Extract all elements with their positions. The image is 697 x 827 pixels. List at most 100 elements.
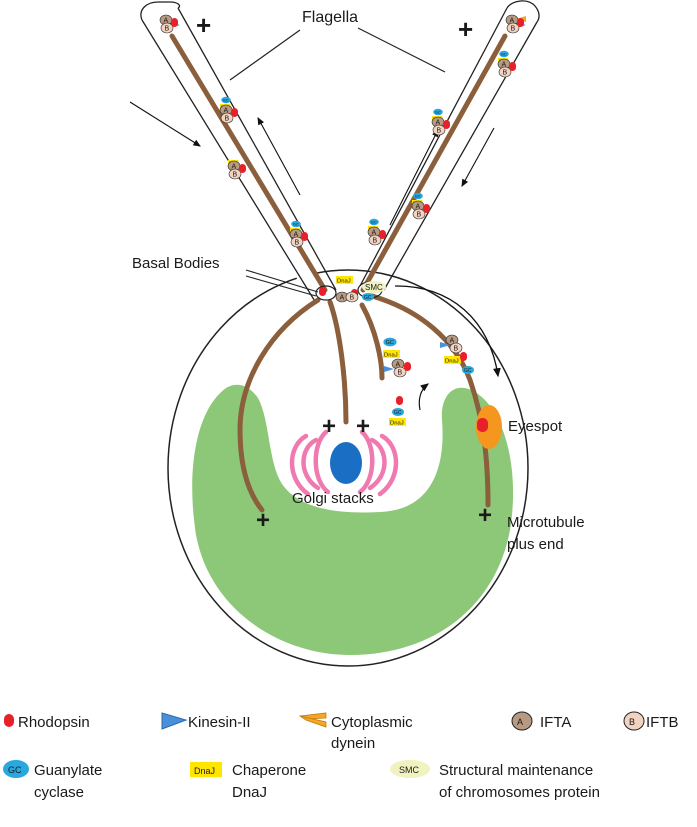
iftb-marker [160, 22, 174, 34]
gc-marker [291, 220, 301, 228]
cargo-layer: ABGCDnaJABDnaJABGCDnaJABABGCDnaJABGCDnaJ… [159, 14, 526, 427]
kinesin-icon [161, 712, 188, 730]
legend: Rhodopsin Kinesin-II Cytoplasmic dynein … [3, 711, 679, 801]
legend-ifta: IFTA [540, 714, 571, 731]
gc-tag: GC [223, 98, 229, 103]
iftb-tag: B [511, 26, 516, 33]
basal-bodies-label: Basal Bodies [132, 255, 220, 272]
iftb-tag: B [165, 26, 170, 33]
svg-text:GC: GC [8, 765, 22, 775]
cytoplasmic-microtubules [237, 293, 491, 513]
smc-icon [390, 760, 430, 778]
plus-mt-1: + [322, 413, 336, 440]
iftb-marker [393, 366, 407, 378]
legend-iftb: IFTB [646, 714, 679, 731]
iftb-marker [345, 291, 359, 303]
microtubule-label-1: Microtubule [507, 514, 585, 531]
ifta-tag: A [164, 18, 169, 25]
ifta-tag: A [510, 18, 515, 25]
plus-right-flagellum: + [458, 14, 473, 44]
gc-tag: GC [501, 52, 507, 57]
rhodopsin-marker [171, 18, 178, 27]
gc-marker [383, 337, 397, 347]
iftb-marker [498, 66, 512, 78]
iftb-marker [220, 112, 234, 124]
rhodopsin-marker [319, 287, 326, 296]
iftb-marker [506, 22, 520, 34]
rhodopsin-marker [460, 352, 467, 361]
chloroplast [192, 384, 514, 655]
gc-tag: GC [371, 220, 377, 225]
iftb-tag: B [350, 295, 355, 302]
iftb-tag: B [437, 128, 442, 135]
dnaj-marker [383, 350, 400, 358]
legend-dnaj-2: DnaJ [232, 784, 267, 801]
microtubule-label-2: plus end [507, 536, 564, 553]
kinesin-marker [384, 366, 394, 372]
rhodopsin-marker [396, 396, 403, 405]
flagella-label: Flagella [302, 9, 358, 26]
rhodopsin-marker [301, 232, 308, 241]
gc-marker [221, 96, 231, 104]
right-flagellum-axoneme [360, 33, 508, 293]
golgi-label: Golgi stacks [292, 490, 374, 507]
iftb-tag: B [417, 212, 422, 219]
ifta-tag: A [450, 338, 455, 345]
smc-marker [362, 281, 386, 293]
dnaj-tag: DnaJ [384, 353, 398, 359]
nucleus [330, 442, 362, 484]
iftb-tag: B [454, 346, 459, 353]
iftb-icon [623, 711, 645, 731]
gc-tag: GC [364, 295, 372, 301]
eyespot-rhodopsin [477, 418, 488, 432]
svg-text:DnaJ: DnaJ [194, 766, 215, 776]
iftb-tag: B [233, 172, 238, 179]
smc-tag: SMC [365, 283, 383, 292]
gc-marker [433, 108, 443, 116]
iftb-tag: B [373, 238, 378, 245]
legend-dynein-1: Cytoplasmic [331, 714, 413, 731]
dnaj-marker [444, 356, 461, 364]
left-flagellum-axoneme [169, 33, 328, 293]
gc-tag: GC [464, 368, 472, 374]
ifta-tag: A [372, 230, 377, 237]
rhodopsin-marker [517, 18, 524, 27]
plus-left-flagellum: + [196, 10, 211, 40]
dnaj-marker [389, 418, 406, 426]
rhodopsin-marker [239, 164, 246, 173]
ifta-tag: A [436, 120, 441, 127]
legend-smc-2: of chromosomes protein [439, 784, 600, 801]
ifta-tag: A [294, 232, 299, 239]
iftb-tag: B [398, 370, 403, 377]
golgi-stacks [289, 429, 399, 497]
iftb-marker [449, 342, 463, 354]
rhodopsin-marker [423, 204, 430, 213]
svg-text:SMC: SMC [399, 765, 420, 775]
iftb-marker [412, 208, 426, 220]
plus-mt-4: + [478, 502, 492, 529]
gc-marker [369, 218, 379, 226]
eyespot [476, 405, 502, 449]
iftb-marker [228, 168, 242, 180]
rhodopsin-marker [509, 62, 516, 71]
rhodopsin-marker [404, 362, 411, 371]
ifta-icon [511, 711, 533, 731]
rhodopsin-icon [4, 714, 14, 727]
legend-dynein-2: dynein [331, 735, 375, 752]
legend-gc-1: Guanylate [34, 762, 102, 779]
eyespot-label: Eyespot [508, 418, 563, 435]
rhodopsin-marker [443, 120, 450, 129]
dnaj-marker [336, 276, 353, 284]
legend-rhodopsin: Rhodopsin [18, 714, 90, 731]
iftb-tag: B [503, 70, 508, 77]
ifta-tag: A [502, 62, 507, 69]
iftb-marker [368, 234, 382, 246]
gc-marker [462, 366, 474, 374]
legend-kinesin: Kinesin-II [188, 714, 251, 731]
svg-text:B: B [629, 717, 635, 727]
gc-marker [499, 50, 509, 58]
gc-icon [3, 760, 29, 778]
gc-tag: GC [293, 222, 299, 227]
iftb-marker [432, 124, 446, 136]
gc-tag: GC [386, 340, 394, 346]
